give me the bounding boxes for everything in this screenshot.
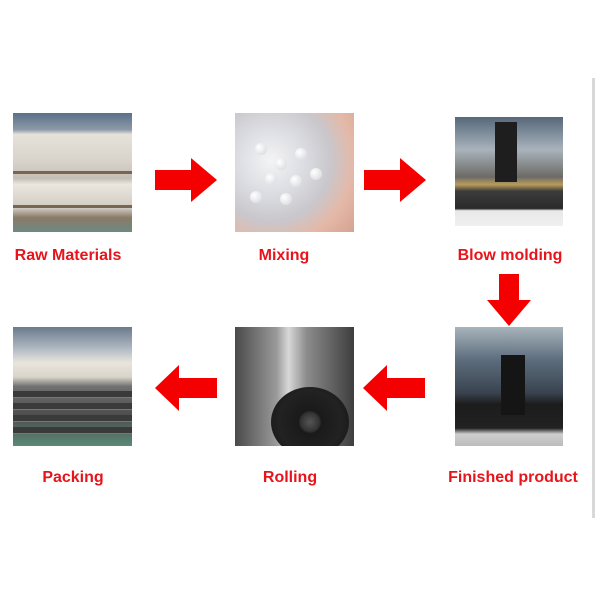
arrow-right-icon — [155, 158, 217, 202]
arrow-down-icon — [487, 274, 531, 326]
rolling-photo — [235, 327, 354, 446]
raw-materials-photo — [13, 113, 132, 232]
step-label-rolling: Rolling — [262, 469, 318, 486]
page-divider — [592, 78, 595, 518]
arrow-right-icon — [364, 158, 426, 202]
step-label-mixing: Mixing — [258, 247, 310, 264]
mixing-photo — [235, 113, 354, 232]
blow-molding-photo — [455, 117, 563, 226]
step-label-raw-materials: Raw Materials — [14, 247, 122, 264]
finished-product-photo — [455, 327, 563, 446]
arrow-left-icon — [363, 365, 425, 411]
step-label-blow-molding: Blow molding — [457, 247, 563, 264]
step-label-packing: Packing — [42, 469, 104, 486]
packing-photo — [13, 327, 132, 446]
step-label-finished-product: Finished product — [448, 469, 578, 486]
arrow-left-icon — [155, 365, 217, 411]
